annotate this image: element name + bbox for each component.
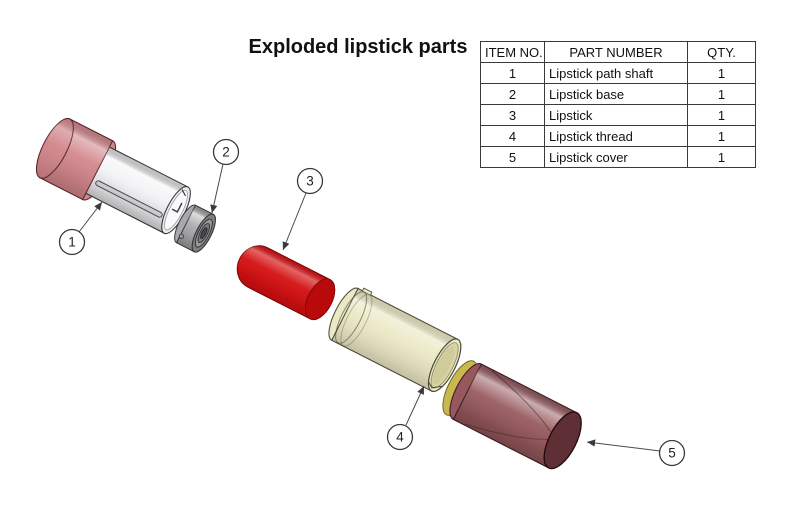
cover-end-face xyxy=(543,411,582,470)
balloon-5: 5 xyxy=(658,439,686,467)
base-body-shading xyxy=(176,205,214,252)
parts-table: ITEM NO. PART NUMBER QTY. 1 Lipstick pat… xyxy=(480,41,756,168)
balloon-3-number: 3 xyxy=(306,174,314,189)
balloon-4: 4 xyxy=(386,423,414,451)
thread-top-notch xyxy=(362,287,373,296)
balloon-4-circle xyxy=(386,423,414,451)
shaft-cap-face-shading xyxy=(36,118,74,179)
part-shaft xyxy=(35,117,191,235)
base-nub xyxy=(178,233,185,239)
page-title: Exploded lipstick parts xyxy=(248,36,468,58)
table-row: 2 Lipstick base 1 xyxy=(480,83,756,105)
part-name-cell: Lipstick path shaft xyxy=(544,62,688,84)
part-base xyxy=(174,204,216,253)
leader-line-1 xyxy=(78,201,103,233)
shaft-rim-notch xyxy=(181,189,187,197)
part-name-cell: Lipstick base xyxy=(544,83,688,105)
balloon-1-number: 1 xyxy=(68,235,76,250)
header-qty: QTY. xyxy=(687,41,756,63)
part-thread xyxy=(328,287,462,393)
item-no-cell: 2 xyxy=(480,83,545,105)
qty-cell: 1 xyxy=(687,146,756,168)
part-name-cell: Lipstick xyxy=(544,104,688,126)
leader-line-5 xyxy=(586,439,661,452)
part-name-cell: Lipstick cover xyxy=(544,146,688,168)
qty-cell: 1 xyxy=(687,125,756,147)
item-no-cell: 5 xyxy=(480,146,545,168)
table-row: 4 Lipstick thread 1 xyxy=(480,125,756,147)
thread-collar-line-1 xyxy=(335,291,368,344)
shaft-tube-shading xyxy=(76,142,188,234)
thread-bottom-tab xyxy=(428,381,442,389)
balloon-5-number: 5 xyxy=(668,446,676,461)
balloon-3-circle xyxy=(296,167,324,195)
thread-collar-line-2 xyxy=(340,294,373,347)
table-row: 5 Lipstick cover 1 xyxy=(480,146,756,168)
shaft-slot xyxy=(95,180,163,218)
item-no-cell: 1 xyxy=(480,62,545,84)
balloon-5-circle xyxy=(658,439,686,467)
qty-cell: 1 xyxy=(687,62,756,84)
shaft-inner-hook xyxy=(171,202,183,213)
table-row: 1 Lipstick path shaft 1 xyxy=(480,62,756,84)
item-no-cell: 4 xyxy=(480,125,545,147)
balloon-2: 2 xyxy=(212,138,240,166)
part-lipstick xyxy=(229,238,341,325)
thread-open-end-depth xyxy=(432,346,455,385)
shaft-open-end-inner xyxy=(164,189,188,231)
balloon-2-number: 2 xyxy=(222,145,230,160)
balloon-2-circle xyxy=(212,138,240,166)
table-header-row: ITEM NO. PART NUMBER QTY. xyxy=(480,41,756,63)
cover-body-shading xyxy=(453,364,577,468)
part-name-cell: Lipstick thread xyxy=(544,125,688,147)
header-part-number: PART NUMBER xyxy=(544,41,688,63)
balloon-1: 1 xyxy=(58,228,86,256)
shaft-cap-shading xyxy=(39,118,113,200)
table-row: 3 Lipstick 1 xyxy=(480,104,756,126)
balloon-3: 3 xyxy=(296,167,324,195)
qty-cell: 1 xyxy=(687,83,756,105)
item-no-cell: 3 xyxy=(480,104,545,126)
qty-cell: 1 xyxy=(687,104,756,126)
leader-line-2 xyxy=(210,163,224,214)
leader-line-4 xyxy=(405,385,425,426)
leader-line-3 xyxy=(282,192,307,251)
lipstick-cut-face xyxy=(304,278,336,321)
balloon-1-circle xyxy=(58,228,86,256)
header-item-no: ITEM NO. xyxy=(480,41,545,63)
base-thread-ring-core xyxy=(200,227,208,239)
balloon-4-number: 4 xyxy=(396,430,404,445)
part-cover xyxy=(442,360,582,470)
